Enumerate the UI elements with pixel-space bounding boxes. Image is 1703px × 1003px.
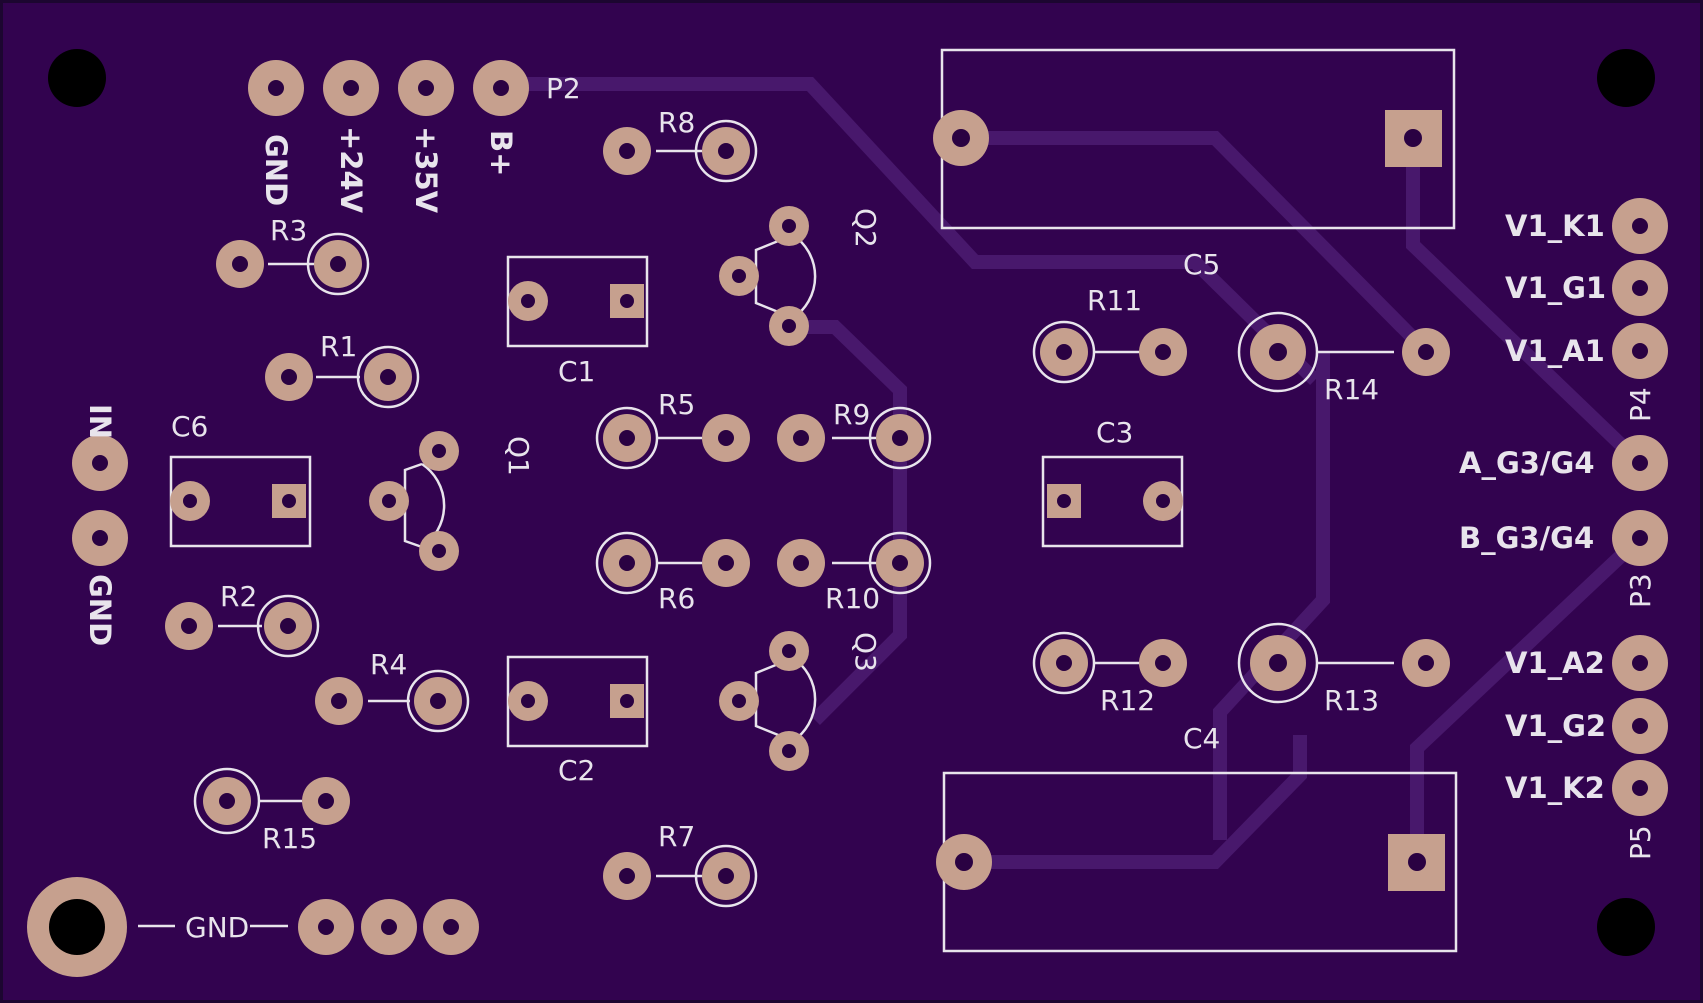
label-p4: P4 (1624, 387, 1657, 422)
label-gnd-top: GND (259, 134, 293, 206)
label-r4: R4 (370, 648, 407, 681)
mounting-holes (48, 49, 1655, 956)
label-p5: P5 (1624, 825, 1657, 860)
trace-c4-p3 (1410, 532, 1645, 862)
label-r3: R3 (270, 214, 307, 247)
label-bplus: B+ (484, 130, 518, 176)
label-r7: R7 (658, 820, 695, 853)
label-a-g3g4: A_G3/G4 (1459, 446, 1595, 480)
label-q3: Q3 (849, 632, 882, 672)
label-p3: P3 (1624, 573, 1657, 608)
silkscreen-labels: P2 GND +24V +35V B+ R8 R3 R1 C1 C6 R5 R9… (83, 72, 1657, 944)
label-q1: Q1 (502, 436, 535, 476)
label-c3: C3 (1096, 416, 1133, 449)
label-c1: C1 (558, 355, 595, 388)
c2-outline (506, 655, 649, 748)
label-r15: R15 (262, 822, 317, 855)
board-outline (3, 3, 1700, 1000)
label-p2: P2 (546, 72, 581, 105)
c1-outline (506, 255, 649, 348)
label-35v: +35V (409, 126, 443, 214)
trace-c4-r13 (964, 735, 1307, 869)
label-r8: R8 (658, 106, 695, 139)
label-r14: R14 (1324, 373, 1379, 406)
label-gnd-left: GND (83, 574, 117, 646)
label-c5: C5 (1183, 248, 1220, 281)
label-v1-k2: V1_K2 (1505, 771, 1605, 805)
trace-c5-p4 (1406, 138, 1645, 469)
label-r5: R5 (658, 388, 695, 421)
label-r12: R12 (1100, 684, 1155, 717)
pad-rings (193, 119, 1319, 908)
label-r2: R2 (220, 580, 257, 613)
label-r13: R13 (1324, 684, 1379, 717)
mount-hole-bottom-right (1597, 898, 1655, 956)
mount-hole-top-right (1597, 49, 1655, 107)
trace-c5-r14 (962, 131, 1430, 355)
mount-hole-top-left (48, 49, 106, 107)
label-c4: C4 (1183, 722, 1220, 755)
drill-holes (49, 80, 1648, 955)
label-gnd-bottom: GND (185, 911, 249, 944)
label-v1-a1: V1_A1 (1505, 334, 1605, 368)
label-v1-k1: V1_K1 (1505, 209, 1605, 243)
label-r11: R11 (1087, 284, 1142, 317)
label-q2: Q2 (849, 208, 882, 248)
label-c2: C2 (558, 754, 595, 787)
label-24v: +24V (334, 126, 368, 214)
label-r6: R6 (658, 582, 695, 615)
label-r1: R1 (320, 330, 357, 363)
label-r9: R9 (833, 398, 870, 431)
label-c6: C6 (171, 410, 208, 443)
label-r10: R10 (825, 582, 880, 615)
label-v1-g2: V1_G2 (1505, 709, 1606, 743)
label-v1-g1: V1_G1 (1505, 271, 1606, 305)
trace-q2-q3 (788, 320, 907, 725)
label-in: IN (83, 404, 117, 439)
copper-traces (500, 77, 1645, 869)
label-b-g3g4: B_G3/G4 (1459, 521, 1594, 555)
trace-bplus-c5 (500, 77, 1320, 385)
label-v1-a2: V1_A2 (1505, 646, 1605, 680)
